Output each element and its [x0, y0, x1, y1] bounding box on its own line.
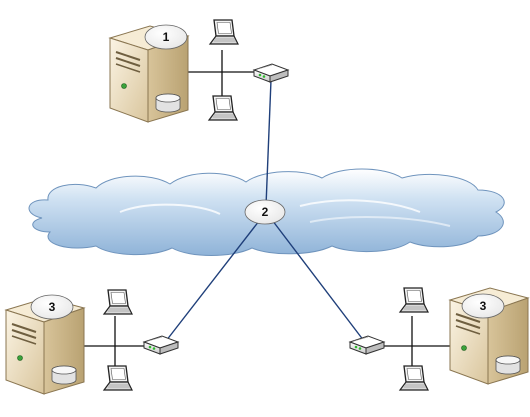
svg-text:2: 2: [262, 205, 269, 219]
wan-link-top: [265, 79, 272, 207]
site-bottom-right: 3: [349, 287, 529, 391]
laptop-icon: [399, 365, 429, 391]
laptop-icon: [103, 289, 133, 315]
laptop-icon: [399, 287, 429, 313]
laptop-icon: [103, 365, 133, 391]
lan-lines-bottom-left: [84, 316, 148, 372]
site-top: 1: [109, 19, 289, 123]
lan-lines-bottom-right: [376, 316, 452, 372]
server-number-badge: 3: [30, 294, 74, 320]
wan-links: [165, 79, 365, 342]
svg-text:1: 1: [163, 30, 170, 44]
wan-link-bottom-left: [165, 211, 267, 342]
wan-link-bottom-right: [265, 211, 365, 342]
server-number-badge: 1: [144, 24, 188, 50]
svg-text:3: 3: [480, 299, 487, 313]
svg-text:3: 3: [49, 300, 56, 314]
server-number-badge: 3: [461, 293, 505, 319]
router-icon: [143, 335, 179, 355]
router-icon: [349, 335, 385, 355]
cloud-number-badge: 2: [244, 199, 286, 225]
site-bottom-left: 3: [5, 289, 179, 395]
lan-lines-top: [186, 50, 256, 100]
router-icon: [253, 63, 289, 83]
laptop-icon: [208, 95, 238, 121]
laptop-icon: [209, 19, 239, 45]
